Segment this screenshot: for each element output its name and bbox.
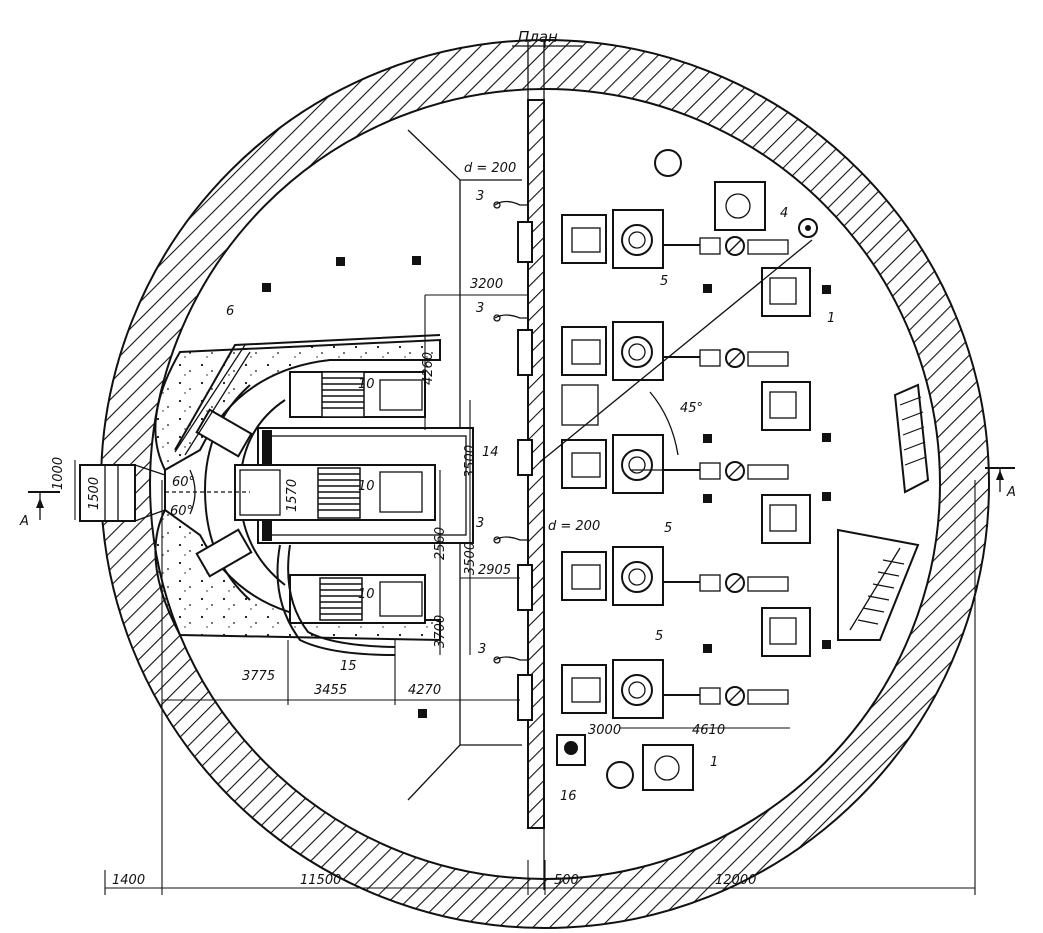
- dim-3775: 3775: [242, 669, 275, 684]
- dim-1500: 1500: [87, 477, 102, 510]
- item-1-a: 1: [827, 311, 835, 326]
- dim-4610: 4610: [692, 723, 725, 738]
- dim-3700: 3700: [433, 615, 448, 648]
- section-marks: [28, 467, 1015, 520]
- anchor-bolts: [262, 256, 831, 718]
- dim-3500-b: 3500: [463, 542, 478, 575]
- dim-3200: 3200: [470, 277, 503, 292]
- pipe-15: [276, 544, 396, 656]
- pump-unit-bottom: [289, 574, 426, 624]
- section-mark-left: А: [19, 514, 29, 529]
- item-10-a: 10: [358, 377, 375, 392]
- pipe-diameter-mid: d = 200: [548, 519, 600, 534]
- dim-1570: 1570: [285, 479, 300, 512]
- pump-rows-5: [561, 209, 789, 719]
- item-3-d: 3: [478, 642, 486, 657]
- angle-60-bottom: 60°: [170, 504, 193, 519]
- pump-row-3: [561, 434, 789, 494]
- dim-3455: 3455: [314, 683, 347, 698]
- item-16: 16: [560, 789, 577, 804]
- item-3-c: 3: [476, 516, 484, 531]
- pump-row-5: [561, 659, 789, 719]
- angle-lines: [165, 239, 813, 515]
- dimension-lines: [74, 40, 976, 895]
- stairs: [837, 383, 930, 641]
- dim-1400: 1400: [112, 873, 145, 888]
- angled-branches: [174, 344, 253, 578]
- section-mark-right: А: [1006, 485, 1016, 500]
- dim-4270: 4270: [408, 683, 441, 698]
- pump-unit-middle: [234, 464, 436, 521]
- dim-11500: 11500: [300, 873, 341, 888]
- item-6: 6: [226, 304, 234, 319]
- pipe-diameter-top: d = 200: [464, 161, 516, 176]
- item-5-c: 5: [655, 629, 663, 644]
- motors-1: [642, 181, 811, 791]
- item-5-b: 5: [664, 521, 672, 536]
- item-4: 4: [780, 206, 788, 221]
- pump-unit-top: [289, 371, 426, 418]
- wall-valves-3: [493, 200, 533, 721]
- pump-units-10: [234, 371, 436, 624]
- item-15: 15: [340, 659, 357, 674]
- pipe-6: [174, 334, 441, 451]
- dim-4260: 4260: [421, 352, 436, 385]
- pump-row-2: [561, 321, 789, 381]
- item-3-a: 3: [476, 189, 484, 204]
- pipe-15-inner: [287, 544, 396, 648]
- dim-500: 500: [554, 873, 579, 888]
- angle-60-top: 60°: [172, 475, 195, 490]
- item-10-c: 10: [358, 587, 375, 602]
- inlet-pipe: [79, 464, 166, 522]
- dim-3000: 3000: [588, 723, 621, 738]
- item-5-a: 5: [660, 274, 668, 289]
- item-3-b: 3: [476, 301, 484, 316]
- plan-title: План: [518, 28, 558, 46]
- pump-row-4: [561, 546, 789, 606]
- angle-45-label: 45°: [680, 401, 703, 416]
- dim-2905: 2905: [478, 563, 511, 578]
- misc-equipment: [556, 149, 818, 789]
- dim-1000: 1000: [51, 457, 66, 490]
- item-14: 14: [482, 445, 499, 460]
- dim-3500-a: 3500: [463, 445, 478, 478]
- item-1-b: 1: [710, 755, 718, 770]
- dim-12000: 12000: [715, 873, 756, 888]
- item-10-b: 10: [358, 479, 375, 494]
- dim-2560: 2560: [433, 527, 448, 560]
- pump-row-1: [561, 209, 789, 269]
